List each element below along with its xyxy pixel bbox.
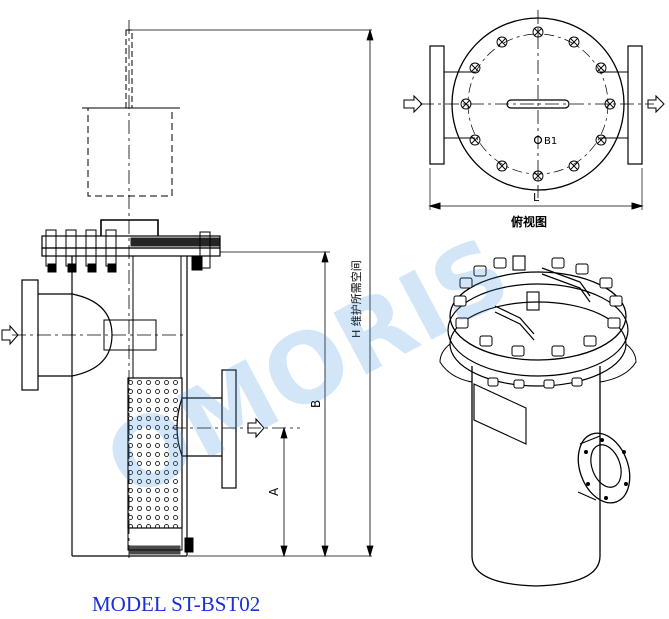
- iso-body: [471, 366, 601, 587]
- iso-vent: [512, 255, 526, 271]
- iso-bolts: [453, 257, 623, 389]
- top-view-caption: 俯视图: [511, 214, 547, 229]
- top-view-bolts: [460, 26, 616, 182]
- iso-outlet-flange: [577, 432, 631, 504]
- top-view-flange-right: [627, 45, 643, 165]
- iso-handle: [494, 305, 535, 341]
- outlet-arrow-icon: [247, 417, 265, 439]
- inlet-arrow-icon: [1, 324, 19, 346]
- basket-screen: [127, 377, 183, 529]
- top-view-handle: [506, 99, 570, 109]
- model-caption: MODEL ST-BST02: [92, 592, 261, 616]
- outlet-pipe: [176, 397, 222, 457]
- top-view-outlet-arrow-icon: [647, 94, 665, 114]
- dim-label-l: L: [533, 191, 540, 204]
- dim-label-a: A: [267, 487, 281, 496]
- isometric-view: [439, 255, 637, 587]
- port-b1-icon: [533, 135, 543, 145]
- iso-nameplate: [473, 383, 527, 445]
- front-section-view: [1, 20, 374, 558]
- maintenance-envelope: [87, 107, 173, 197]
- outlet-flange: [221, 369, 237, 489]
- watermark: OMORIS: [88, 216, 527, 520]
- port-b1-label: B1: [544, 136, 557, 147]
- body-flange: [41, 247, 221, 257]
- top-view-flange-left: [429, 45, 445, 165]
- iso-cover: [449, 271, 627, 361]
- top-view-inlet-arrow-icon: [403, 94, 423, 114]
- dim-label-b: B: [309, 400, 323, 408]
- dim-label-h: H 维护所需空间: [349, 260, 363, 338]
- top-view: [403, 10, 665, 210]
- cover-handle: [100, 219, 159, 236]
- dimension-lines: [132, 28, 374, 558]
